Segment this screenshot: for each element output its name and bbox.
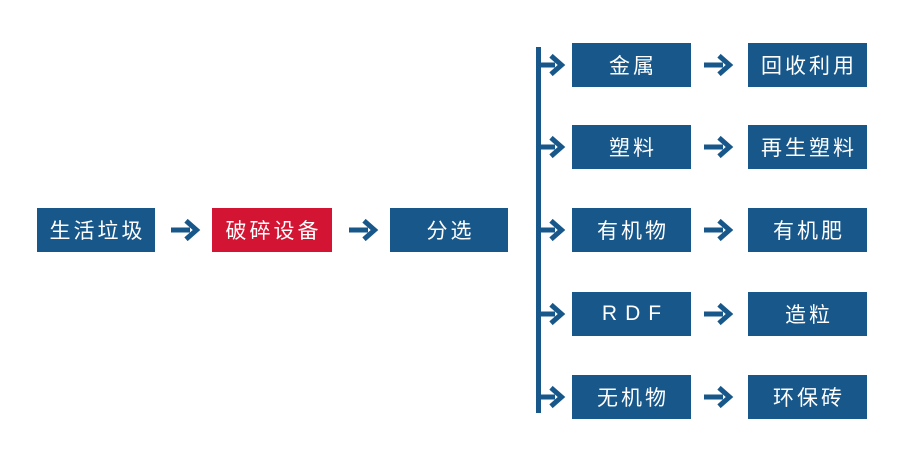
branch-arrow-icon: [536, 135, 566, 159]
branch-row-rdf: RDF 造粒: [530, 292, 875, 336]
branch-row-plastic: 塑料 再生塑料: [530, 125, 875, 169]
node-eco-brick: 环保砖: [748, 375, 867, 419]
arrow-right-icon: [704, 385, 734, 409]
node-household-waste: 生活垃圾: [37, 208, 155, 252]
node-rdf: RDF: [572, 292, 691, 336]
node-metal-label: 金属: [609, 55, 657, 78]
node-organic-matter: 有机物: [572, 208, 691, 252]
branch-row-inorganic: 无机物 环保砖: [530, 375, 875, 419]
branch-row-metal: 金属 回收利用: [530, 43, 875, 87]
arrow-right-icon: [349, 218, 379, 242]
branch-arrow-icon: [536, 53, 566, 77]
node-organic-matter-label: 有机物: [597, 220, 669, 243]
node-recycled-plastic-label: 再生塑料: [761, 137, 857, 160]
arrow-right-icon: [704, 53, 734, 77]
node-granulation-label: 造粒: [785, 304, 833, 327]
node-crushing-equipment-label: 破碎设备: [225, 220, 322, 243]
node-recycled-plastic: 再生塑料: [748, 125, 867, 169]
node-recycling-label: 回收利用: [761, 55, 857, 78]
node-household-waste-label: 生活垃圾: [49, 220, 146, 243]
branch-row-organic: 有机物 有机肥: [530, 208, 875, 252]
node-inorganic-matter-label: 无机物: [597, 387, 669, 410]
arrow-right-icon: [704, 218, 734, 242]
arrow-right-icon: [171, 218, 201, 242]
branch-arrow-icon: [536, 302, 566, 326]
node-plastic-label: 塑料: [609, 137, 657, 160]
node-rdf-label: RDF: [601, 302, 670, 325]
node-eco-brick-label: 环保砖: [773, 387, 845, 410]
node-organic-fertilizer-label: 有机肥: [773, 220, 845, 243]
node-crushing-equipment: 破碎设备: [212, 208, 332, 252]
node-plastic: 塑料: [572, 125, 691, 169]
node-sorting-label: 分选: [426, 220, 475, 243]
arrow-right-icon: [704, 302, 734, 326]
node-granulation: 造粒: [748, 292, 867, 336]
node-inorganic-matter: 无机物: [572, 375, 691, 419]
node-organic-fertilizer: 有机肥: [748, 208, 867, 252]
node-recycling: 回收利用: [748, 43, 867, 87]
arrow-right-icon: [704, 135, 734, 159]
node-sorting: 分选: [390, 208, 508, 252]
branch-arrow-icon: [536, 385, 566, 409]
node-metal: 金属: [572, 43, 691, 87]
branch-arrow-icon: [536, 218, 566, 242]
